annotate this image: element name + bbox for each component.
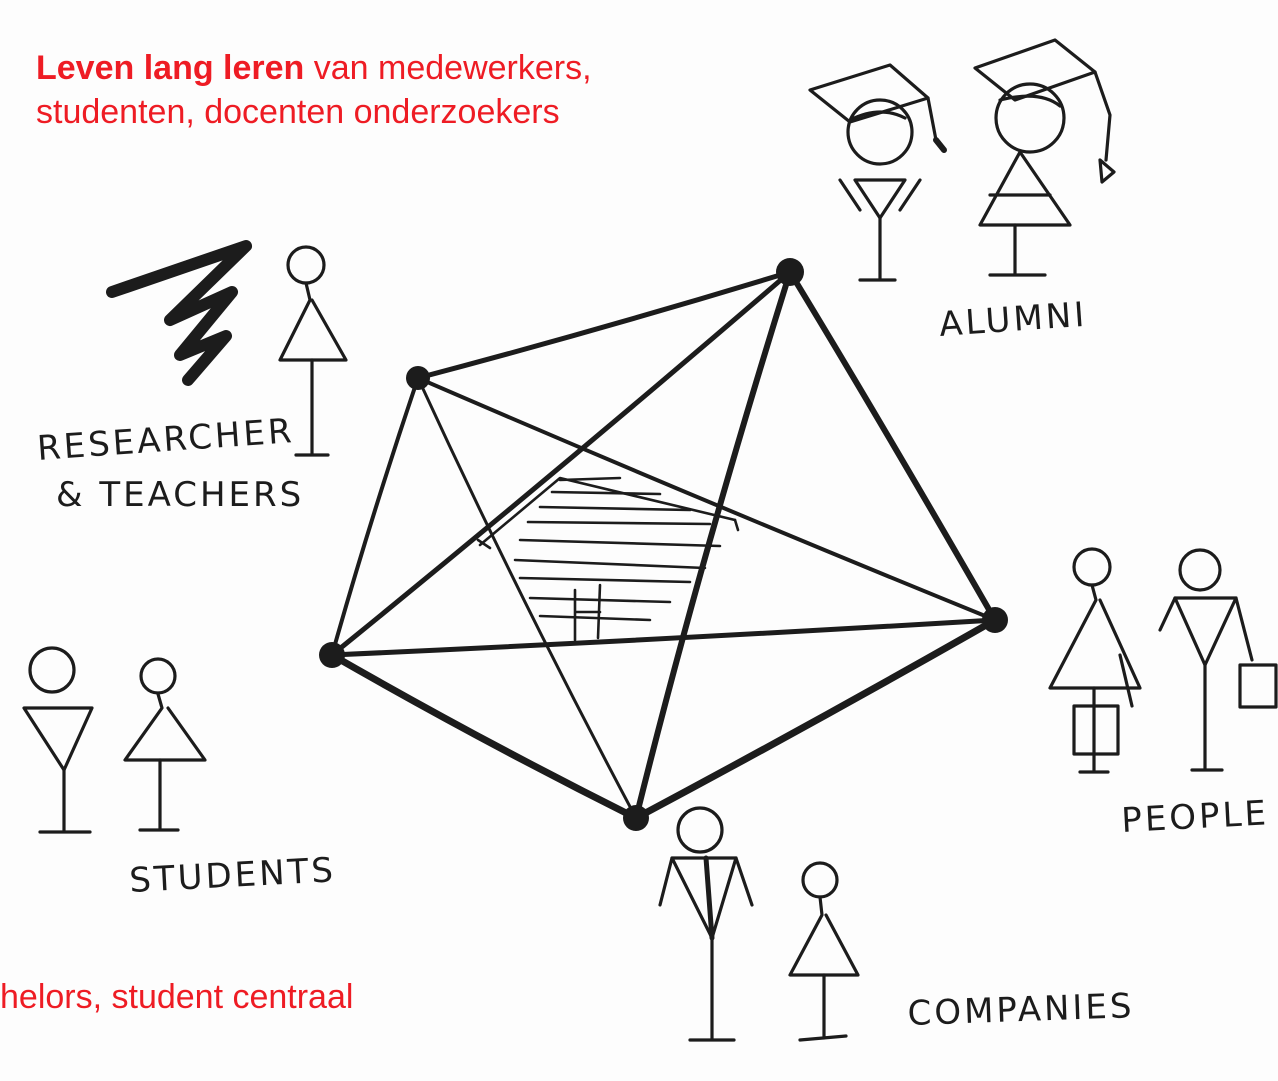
researcher-figure: [278, 245, 348, 457]
alumni-figure-left: [808, 63, 947, 282]
lifelong-learning-heading: Leven lang leren: [36, 49, 305, 87]
node-alumni: [776, 258, 804, 286]
edge-researcher-companies: [416, 376, 638, 820]
people-figure-left: [1048, 547, 1142, 774]
researcher-group: RESEARCHER & TEACHERS: [36, 240, 348, 515]
edge-alumni-companies: [633, 269, 793, 821]
scribble-mark: [106, 240, 252, 386]
people-group: PEOPLE: [1048, 547, 1278, 841]
student-central-note: helors, student centraal: [0, 978, 354, 1016]
edge-researcher-alumni: [415, 269, 793, 381]
edge-students-researcher: [330, 376, 420, 657]
student-figure-left: [22, 646, 94, 834]
network-edges: [328, 269, 999, 822]
node-researchers: [406, 366, 430, 390]
students-label: STUDENTS: [128, 850, 336, 901]
company-figure-left: [658, 806, 754, 1042]
alumni-label: ALUMNI: [938, 295, 1089, 345]
lifelong-learning-note-line1: Leven lang leren van medewerkers,: [36, 46, 592, 90]
edge-people-companies: [632, 616, 999, 822]
companies-label: COMPANIES: [907, 986, 1135, 1034]
people-label: PEOPLE: [1120, 793, 1270, 841]
student-figure-right: [123, 657, 207, 832]
edge-researcher-people: [416, 376, 997, 622]
network-nodes: [319, 258, 1008, 831]
house-icon: [476, 476, 740, 642]
researcher-label-line1: RESEARCHER: [36, 411, 296, 469]
people-figure-right: [1158, 548, 1278, 772]
alumni-figure-right: [973, 38, 1116, 277]
node-companies: [623, 805, 649, 831]
edge-companies-students: [328, 651, 640, 822]
researcher-label-line2: & TEACHERS: [56, 475, 304, 515]
edge-alumni-students: [329, 269, 793, 658]
students-group: STUDENTS: [22, 646, 337, 901]
company-figure-right: [788, 861, 860, 1042]
node-students: [319, 642, 345, 668]
lifelong-learning-note: Leven lang leren van medewerkers, studen…: [36, 46, 592, 134]
lifelong-learning-line2-text: studenten, docenten onderzoekers: [36, 93, 560, 131]
edge-alumni-people: [787, 269, 998, 623]
node-people: [982, 607, 1008, 633]
lifelong-learning-line1-text: van medewerkers,: [304, 49, 592, 87]
edge-students-people: [329, 617, 998, 658]
companies-group: COMPANIES: [658, 806, 1135, 1042]
alumni-group: ALUMNI: [808, 38, 1116, 345]
